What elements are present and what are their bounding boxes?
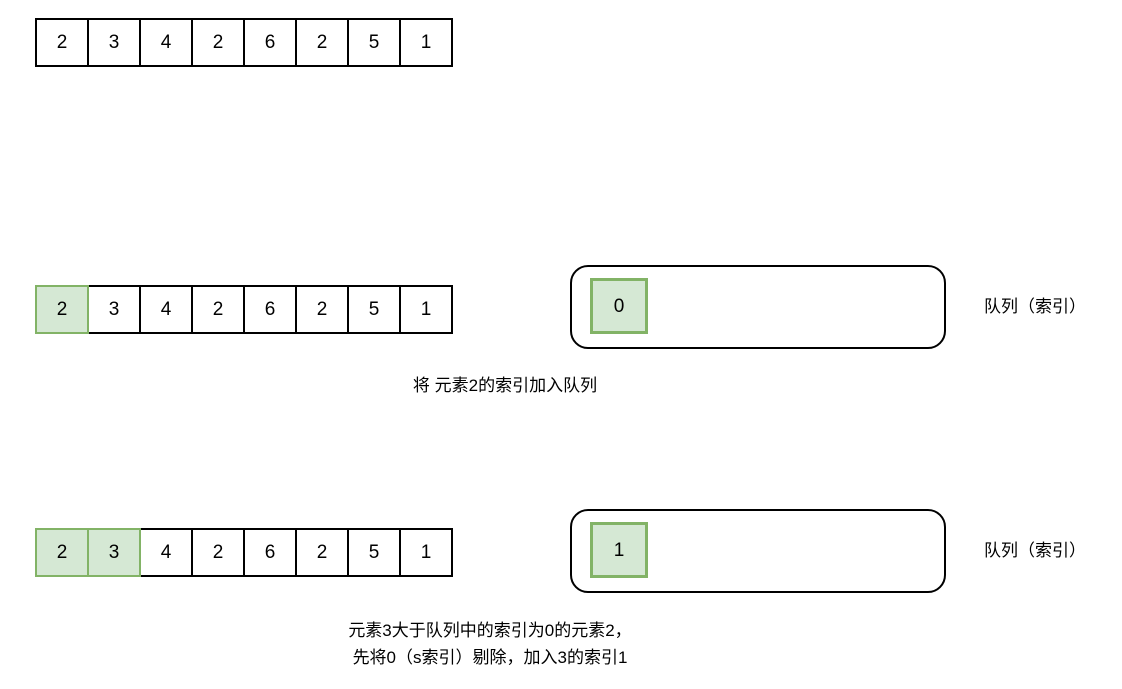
array-cell: 2: [295, 285, 349, 334]
array-cell: 2: [191, 18, 245, 67]
array-cell: 3: [87, 18, 141, 67]
array-cell: 2: [35, 18, 89, 67]
array-cell: 6: [243, 18, 297, 67]
array-cell: 6: [243, 285, 297, 334]
caption-step-2-line-2: 先将0（s索引）剔除，加入3的索引1: [352, 648, 628, 667]
array-row-initial: 2 3 4 2 6 2 5 1: [35, 18, 453, 67]
array-cell: 4: [139, 528, 193, 577]
queue-item: 0: [590, 278, 648, 334]
array-cell: 1: [399, 18, 453, 67]
array-cell: 5: [347, 285, 401, 334]
caption-step-1: 将 元素2的索引加入队列: [412, 376, 598, 395]
array-cell: 2: [191, 285, 245, 334]
array-cell: 3: [87, 285, 141, 334]
array-row-step-1: 2 3 4 2 6 2 5 1: [35, 285, 453, 334]
array-cell: 6: [243, 528, 297, 577]
array-cell-highlighted: 3: [87, 528, 141, 577]
array-cell: 4: [139, 285, 193, 334]
queue-box-step-2: 1: [570, 509, 946, 593]
array-cell: 1: [399, 528, 453, 577]
array-row-step-2: 2 3 4 2 6 2 5 1: [35, 528, 453, 577]
array-cell-highlighted: 2: [35, 285, 89, 334]
queue-label-step-1: 队列（索引）: [984, 297, 1086, 316]
array-cell: 5: [347, 18, 401, 67]
queue-label-step-2: 队列（索引）: [984, 541, 1086, 560]
array-cell: 5: [347, 528, 401, 577]
queue-box-step-1: 0: [570, 265, 946, 349]
caption-step-2-line-1: 元素3大于队列中的索引为0的元素2，: [348, 621, 632, 640]
array-cell: 2: [295, 528, 349, 577]
array-cell-highlighted: 2: [35, 528, 89, 577]
array-cell: 1: [399, 285, 453, 334]
array-cell: 2: [191, 528, 245, 577]
queue-item: 1: [590, 522, 648, 578]
array-cell: 4: [139, 18, 193, 67]
array-cell: 2: [295, 18, 349, 67]
